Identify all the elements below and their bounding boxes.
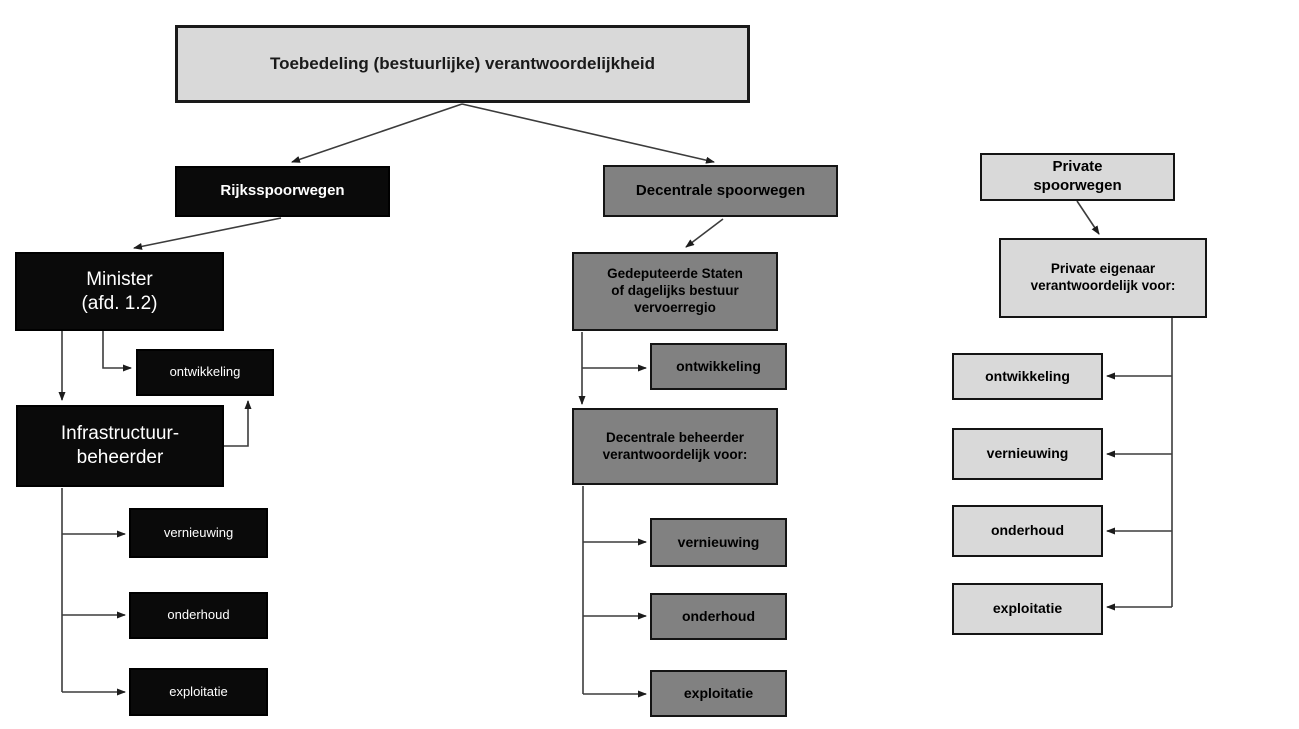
edge-decentraal-to-bestuur bbox=[685, 218, 724, 248]
edge-infra-to-ontwikkeling bbox=[224, 400, 252, 447]
edge-title-to-decentraal bbox=[461, 103, 715, 164]
node-decentrale-spoorwegen: Decentrale spoorwegen bbox=[603, 165, 838, 217]
node-ontwikkeling-decentraal: ontwikkeling bbox=[650, 343, 787, 390]
node-private-spoorwegen: Private spoorwegen bbox=[980, 153, 1175, 201]
node-gedeputeerde-staten: Gedeputeerde Staten of dagelijks bestuur… bbox=[572, 252, 778, 331]
edge-privaat-to-eigenaar bbox=[1076, 200, 1100, 235]
node-vernieuwing-decentraal: vernieuwing bbox=[650, 518, 787, 567]
node-decentrale-beheerder: Decentrale beheerder verantwoordelijk vo… bbox=[572, 408, 778, 485]
node-exploitatie-privaat: exploitatie bbox=[952, 583, 1103, 635]
edge-title-to-rijks bbox=[291, 103, 463, 163]
node-exploitatie-rijks: exploitatie bbox=[129, 668, 268, 716]
node-title: Toebedeling (bestuurlijke) verantwoordel… bbox=[175, 25, 750, 103]
node-onderhoud-privaat: onderhoud bbox=[952, 505, 1103, 557]
node-onderhoud-rijks: onderhoud bbox=[129, 592, 268, 639]
node-exploitatie-decentraal: exploitatie bbox=[650, 670, 787, 717]
node-rijksspoorwegen: Rijksspoorwegen bbox=[175, 166, 390, 217]
node-private-eigenaar: Private eigenaar verantwoordelijk voor: bbox=[999, 238, 1207, 318]
node-minister: Minister (afd. 1.2) bbox=[15, 252, 224, 331]
node-onderhoud-decentraal: onderhoud bbox=[650, 593, 787, 640]
edge-rijks-to-minister bbox=[133, 217, 282, 250]
node-infrastructuurbeheerder: Infrastructuur- beheerder bbox=[16, 405, 224, 487]
node-ontwikkeling-rijks: ontwikkeling bbox=[136, 349, 274, 396]
node-vernieuwing-privaat: vernieuwing bbox=[952, 428, 1103, 480]
node-ontwikkeling-privaat: ontwikkeling bbox=[952, 353, 1103, 400]
edge-minister-to-ontwikkeling bbox=[102, 331, 132, 372]
node-vernieuwing-rijks: vernieuwing bbox=[129, 508, 268, 558]
